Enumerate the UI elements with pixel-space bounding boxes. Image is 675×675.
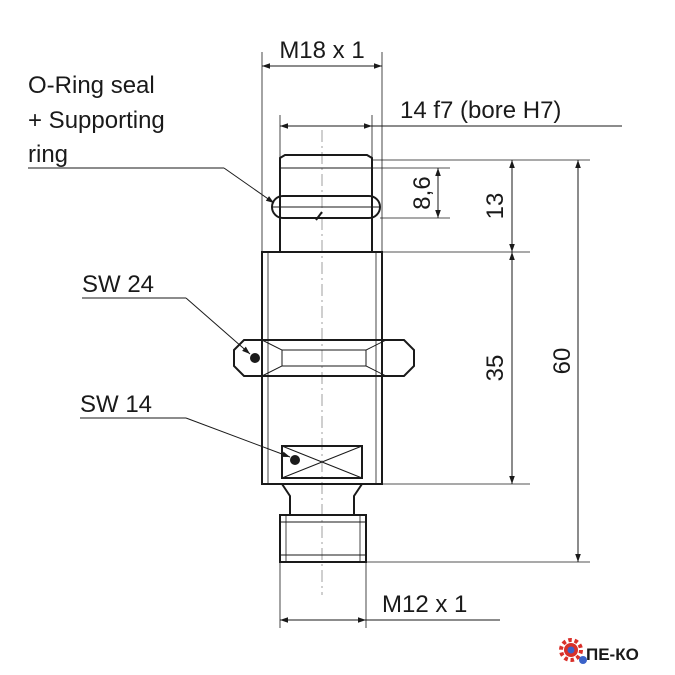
dim-13-value: 13: [482, 193, 509, 220]
label-fit: 14 f7 (bore H7): [400, 97, 561, 124]
dim-60-value: 60: [549, 348, 576, 375]
label-oring-line2: + Supporting: [28, 107, 165, 134]
dimension-lines: [262, 63, 622, 623]
label-sw24: SW 24: [82, 271, 154, 298]
sw14-marker-dot: [290, 455, 300, 465]
label-oring-line1: O-Ring seal: [28, 72, 155, 99]
m12-connector: [279, 514, 367, 563]
peko-logo: ПЕ-КО: [559, 638, 639, 664]
small-gear-icon: [579, 656, 587, 664]
label-thread-m12: M12 x 1: [382, 591, 467, 618]
sw24-marker-dot: [250, 353, 260, 363]
label-sw14: SW 14: [80, 391, 152, 418]
gear-icon: [559, 638, 583, 662]
dim-8-6-value: 8,6: [409, 176, 436, 209]
leader-lines: [28, 167, 291, 458]
sensor-body: [233, 154, 415, 563]
label-thread-m18: M18 x 1: [279, 37, 364, 64]
label-oring-line3: ring: [28, 141, 68, 168]
extension-lines: [261, 52, 590, 628]
hex-nut-sw24: [233, 339, 415, 377]
sensing-head: [279, 154, 373, 168]
dim-35-value: 35: [482, 355, 509, 382]
logo-text: ПЕ-КО: [586, 645, 639, 664]
hex-flat-sw14: [281, 445, 363, 479]
